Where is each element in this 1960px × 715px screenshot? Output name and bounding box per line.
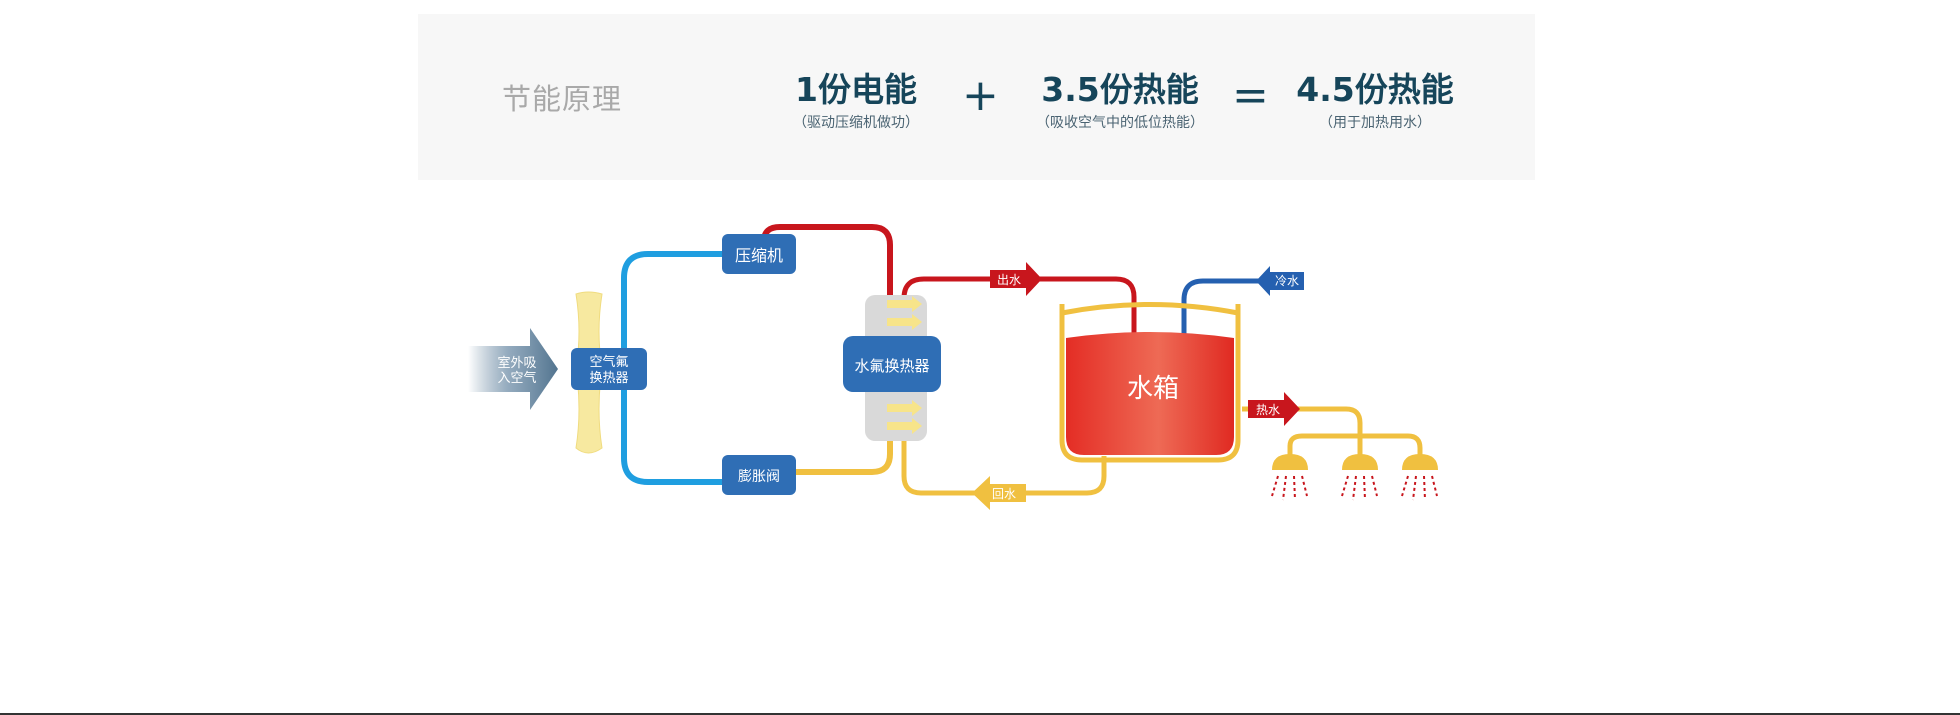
cold-water-tag	[1256, 266, 1304, 296]
tank-lid	[1061, 302, 1239, 316]
term-electric-energy: 1份电能 （驱动压缩机做功）	[786, 70, 926, 132]
air-exchanger-label-1: 空气氟	[589, 354, 628, 370]
air-exchanger-label-2: 换热器	[589, 371, 628, 386]
outlet-water-tag	[990, 262, 1042, 296]
shower-head-icon	[1401, 454, 1438, 501]
term-total-heat-value: 4.5份热能	[1296, 70, 1454, 109]
compressor-box	[722, 234, 796, 274]
term-total-heat: 4.5份热能 （用于加热用水）	[1290, 70, 1460, 132]
return-water-tag	[972, 476, 1026, 510]
outdoor-air-label-1: 室外吸	[497, 355, 536, 371]
banner-title: 节能原理	[502, 82, 623, 116]
term-electric-energy-value: 1份电能	[795, 70, 917, 109]
term-electric-energy-note: （驱动压缩机做功）	[793, 115, 919, 131]
energy-principle-banner	[418, 14, 1535, 180]
term-air-heat-note: （吸收空气中的低位热能）	[1036, 115, 1204, 131]
bottom-divider	[0, 713, 1960, 715]
equals-sign: =	[1232, 70, 1269, 121]
hot-water-tag	[1248, 392, 1300, 426]
air-exchanger-box	[571, 348, 647, 390]
cold-water-line	[1181, 278, 1272, 338]
term-total-heat-note: （用于加热用水）	[1319, 115, 1431, 131]
tank-body	[1066, 332, 1234, 455]
cold-water-label: 冷水	[1275, 274, 1299, 288]
water-exchanger-label: 水氟换热器	[854, 357, 929, 375]
hot-water-label: 热水	[1256, 403, 1280, 417]
expansion-valve-label: 膨胀阀	[738, 468, 780, 485]
outlet-water-label: 出水	[997, 273, 1021, 287]
shower-head-icon	[1341, 454, 1378, 501]
water-exchanger-box	[843, 336, 941, 392]
outdoor-air-label-2: 入空气	[497, 370, 536, 386]
refrigerant-hot-line	[761, 224, 893, 330]
hot-water-line	[1242, 406, 1423, 470]
heat-transfer-arrows	[887, 296, 922, 434]
tank-rim	[1059, 304, 1241, 463]
term-air-heat: 3.5份热能 （吸收空气中的低位热能）	[1030, 70, 1210, 132]
outdoor-air-arrow	[468, 328, 558, 410]
plus-sign: +	[962, 70, 999, 121]
expansion-valve-box	[722, 455, 796, 495]
refrigerant-return-line	[796, 420, 893, 475]
tank-label: 水箱	[1127, 374, 1179, 404]
return-water-label: 回水	[992, 487, 1016, 501]
shower-head-icon	[1271, 454, 1308, 501]
term-air-heat-value: 3.5份热能	[1041, 70, 1199, 109]
compressor-label: 压缩机	[735, 246, 783, 265]
